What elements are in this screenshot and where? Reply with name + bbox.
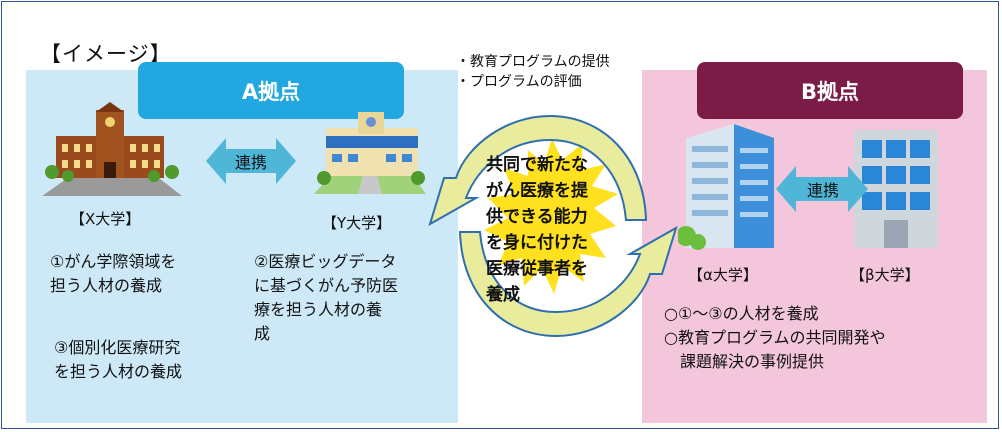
bottom-cycle-arrow-icon [458,225,678,338]
university-alpha-label: 【α大学】 [688,266,758,284]
university-x-label: 【X大学】 [70,210,141,228]
university-beta-building-icon [854,130,938,248]
site-b-link-label: 連携 [806,181,839,200]
site-b-link-arrow-icon [776,166,868,212]
center-text: 共同で新たな がん医療を提 供できる能力 を身に付けた 医療従事者を 養成 [486,155,588,305]
university-x-building-icon [42,102,182,196]
university-alpha-building-icon [678,124,774,250]
starburst-icon [484,138,618,294]
cycle-arrows-icon [428,114,678,338]
site-a-item-1: ①がん学際領域を 担う人材の養成 [50,252,177,295]
university-beta-label: 【β大学】 [850,266,920,284]
site-b-items: ○①～③の人材を養成 ○教育プログラムの共同開発や 課題解決の事例提供 [664,304,886,371]
university-y-label: 【Y大学】 [322,214,392,232]
top-cycle-arrow-icon [428,114,648,227]
university-y-building-icon [314,112,426,194]
site-a-item-2: ②医療ビッグデータ に基づくがん予防医 療を担う人材の養 成 [254,252,399,343]
site-a-header: A拠点 [138,62,404,119]
exchange-bullets: ・教育プログラムの提供 ・プログラムの評価 [456,54,610,90]
site-a-link-arrow-icon [206,138,296,184]
site-a-item-3: ③個別化医療研究 を担う人材の養成 [54,338,183,381]
site-b-header: B拠点 [697,62,963,119]
site-a-link-label: 連携 [234,153,267,172]
